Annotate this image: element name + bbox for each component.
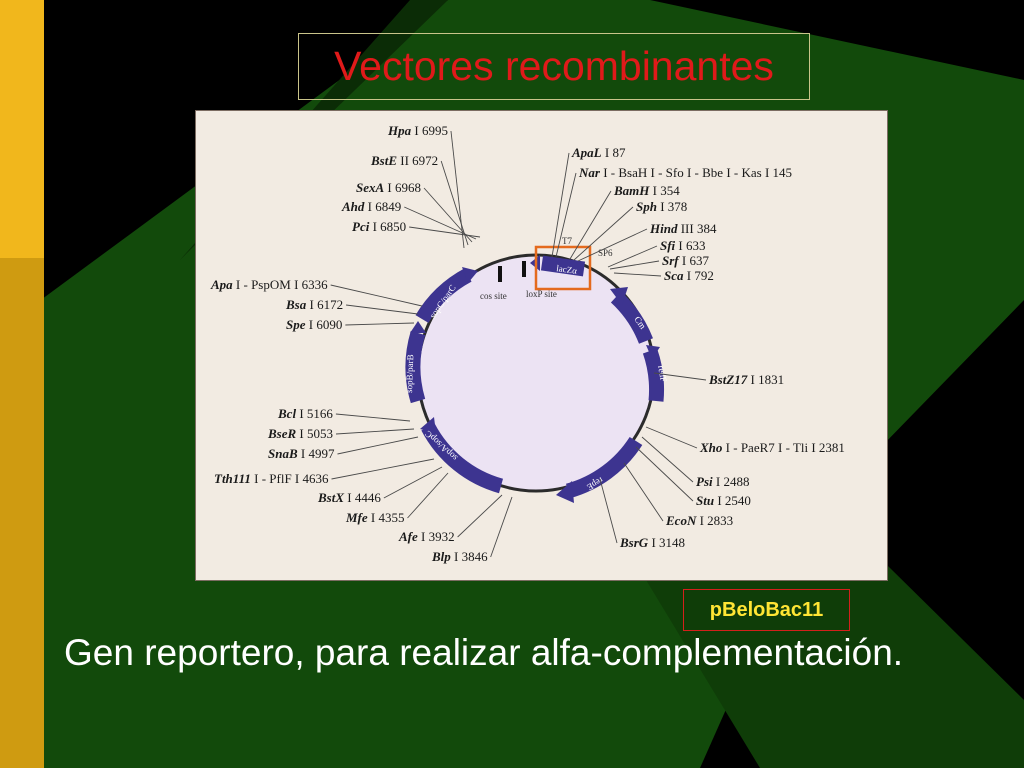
site-label-apai: Apa I - PspOM I 6336	[210, 277, 328, 292]
plasmid-map-figure: lacZα Cm redF repE sopA/sopC sopB/parB s…	[196, 111, 887, 580]
gene-label-sopb: sopB/parB	[404, 354, 415, 393]
site-line-bste	[440, 160, 469, 246]
redf-arrow-head	[646, 345, 660, 359]
site-label-bsa: Bsa I 6172	[285, 297, 343, 312]
site-label-apal: ApaL I 87	[571, 145, 626, 160]
repe-gene-arrow	[565, 436, 643, 499]
sp6-label: SP6	[598, 248, 613, 258]
redf-gene-arrow	[642, 348, 665, 402]
site-line-bsa	[346, 304, 419, 315]
site-line-sfi	[607, 245, 658, 268]
site-label-spe: Spe I 6090	[286, 317, 342, 332]
left-bar-bottom	[0, 258, 44, 768]
site-lines	[330, 130, 707, 558]
site-line-apai	[330, 284, 423, 307]
site-label-sfi: Sfi I 633	[660, 238, 706, 253]
loxp-site-label: loxP site	[526, 289, 557, 299]
site-line-sexa	[423, 187, 473, 243]
site-label-blp: Blp I 3846	[431, 549, 488, 564]
site-line-bstz	[653, 372, 707, 381]
site-line-blp	[490, 496, 513, 558]
site-label-bstx: BstX I 4446	[317, 490, 381, 505]
site-line-tth	[331, 458, 435, 480]
t7-label: T7	[562, 236, 572, 246]
site-line-bcl	[335, 413, 411, 422]
site-label-psi: Psi I 2488	[696, 474, 749, 489]
site-line-psi	[641, 436, 694, 483]
site-line-xho	[645, 426, 698, 449]
slide-title: Vectores recombinantes	[334, 43, 774, 89]
site-label-tth: Tth111 I - PflF I 4636	[214, 471, 329, 486]
site-line-econ	[623, 462, 664, 522]
site-label-bste: BstE II 6972	[370, 153, 438, 168]
site-label-ahd: Ahd I 6849	[341, 199, 401, 214]
site-label-sca: Sca I 792	[664, 268, 714, 283]
site-line-sca	[613, 272, 662, 277]
site-line-pci	[409, 226, 481, 238]
site-label-bstz: BstZ17 I 1831	[708, 372, 784, 387]
site-label-mfe: Mfe I 4355	[345, 510, 405, 525]
site-label-afe: Afe I 3932	[398, 529, 455, 544]
site-line-sph	[573, 206, 634, 261]
sopa-gene-arrow	[421, 423, 504, 494]
site-label-hind: Hind III 384	[649, 221, 717, 236]
site-line-bser	[335, 428, 415, 435]
site-line-hpa	[450, 130, 465, 249]
site-label-bser: BseR I 5053	[267, 426, 333, 441]
site-line-mfe	[407, 472, 449, 519]
site-line-ahd	[404, 206, 477, 240]
site-label-bcl: Bcl I 5166	[277, 406, 333, 421]
site-line-stu	[635, 446, 694, 502]
cos-site-marker	[498, 266, 502, 282]
plasmid-name: pBeloBac11	[709, 598, 824, 621]
site-line-bstx	[383, 466, 443, 499]
site-line-bamh	[569, 190, 612, 260]
sopa-arrow-head	[420, 417, 436, 433]
sopb-gene-arrow	[405, 330, 426, 404]
repe-arrow-head	[556, 481, 574, 503]
site-label-pci: Pci I 6850	[352, 219, 406, 234]
site-line-srf	[609, 260, 660, 270]
site-label-snab: SnaB I 4997	[268, 446, 335, 461]
site-label-econ: EcoN I 2833	[665, 513, 733, 528]
site-line-snab	[337, 436, 419, 455]
plasmid-name-box: pBeloBac11	[683, 589, 850, 631]
site-label-hpa: Hpa I 6995	[387, 123, 448, 138]
site-label-sph: Sph I 378	[636, 199, 687, 214]
loxp-site-marker	[522, 261, 526, 277]
site-label-bamh: BamH I 354	[613, 183, 680, 198]
cos-site-label: cos site	[480, 291, 507, 301]
site-line-hind	[577, 228, 648, 262]
sopc-gene-arrow	[415, 268, 472, 323]
site-line-spe	[345, 322, 415, 326]
title-box: Vectores recombinantes	[298, 33, 810, 100]
gene-label-redf: redF	[656, 365, 669, 383]
site-line-apal	[551, 152, 570, 258]
gene-label-lacz: lacZα	[556, 263, 578, 276]
site-label-srf: Srf I 637	[662, 253, 709, 268]
plasmid-map: lacZα Cm redF repE sopA/sopC sopB/parB s…	[210, 123, 845, 564]
left-bar-top	[0, 0, 44, 258]
site-label-stu: Stu I 2540	[696, 493, 751, 508]
site-label-sexa: SexA I 6968	[356, 180, 421, 195]
slide-caption: Gen reportero, para realizar alfa-comple…	[64, 632, 904, 673]
site-label-xho: Xho I - PaeR7 I - Tli I 2381	[699, 440, 845, 455]
site-line-bsrg	[599, 478, 618, 544]
cm-arrow-head	[610, 287, 628, 305]
site-line-afe	[457, 494, 503, 538]
site-label-nar: Nar I - BsaH I - Sfo I - Bbe I - Kas I 1…	[578, 165, 792, 180]
sopb-arrow-head	[410, 321, 426, 333]
site-line-nar	[555, 172, 577, 258]
lacz-gene-arrow	[540, 255, 586, 277]
lacz-highlight-box	[534, 245, 592, 291]
sopc-arrow-head	[462, 267, 478, 283]
site-label-bsrg: BsrG I 3148	[619, 535, 685, 550]
